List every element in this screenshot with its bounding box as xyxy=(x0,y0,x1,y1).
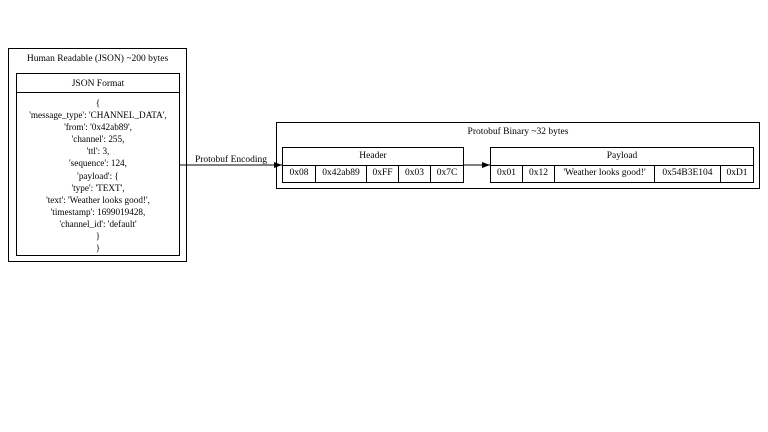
json-line: 'channel': 255, xyxy=(71,134,125,145)
json-line: } xyxy=(95,243,101,254)
payload-table: Payload 0x01 0x12 'Weather looks good!' … xyxy=(490,147,754,183)
json-format-body: { 'message_type': 'CHANNEL_DATA', 'from'… xyxy=(16,92,180,256)
header-cell: 0x03 xyxy=(399,165,431,182)
header-cell: 0xFF xyxy=(367,165,399,182)
header-table-title: Header xyxy=(283,148,463,166)
json-line: 'text': 'Weather looks good!', xyxy=(46,194,150,205)
json-line: 'payload': { xyxy=(77,170,119,181)
protobuf-cluster xyxy=(276,122,760,189)
json-line: 'type': 'TEXT', xyxy=(71,182,125,193)
json-line: 'ttl': 3, xyxy=(86,146,110,157)
payload-table-title: Payload xyxy=(491,148,753,166)
payload-cell: 0x12 xyxy=(523,165,555,182)
payload-cell: 0x54B3E104 xyxy=(655,165,721,182)
json-line: 'channel_id': 'default' xyxy=(59,218,137,229)
payload-cell: 'Weather looks good!' xyxy=(555,165,655,182)
payload-cell: 0xD1 xyxy=(726,168,748,178)
json-cluster-title: Human Readable (JSON) ~200 bytes xyxy=(26,54,169,64)
json-line: } xyxy=(95,231,101,242)
header-table: Header 0x08 0x42ab89 0xFF 0x03 0x7C xyxy=(282,147,464,183)
json-format-label: JSON Format xyxy=(71,79,125,89)
json-line: 'from': '0x42ab89', xyxy=(64,122,132,133)
header-cell: 0x42ab89 xyxy=(316,165,367,182)
json-lines: { 'message_type': 'CHANNEL_DATA', 'from'… xyxy=(17,97,179,254)
json-line: 'message_type': 'CHANNEL_DATA', xyxy=(29,110,167,121)
json-line: { xyxy=(95,98,101,108)
json-line: 'timestamp': 1699019428, xyxy=(50,206,146,217)
protobuf-cluster-title: Protobuf Binary ~32 bytes xyxy=(467,127,569,137)
header-cell: 0x08 xyxy=(283,165,316,182)
edge-label: Protobuf Encoding xyxy=(195,154,267,165)
header-cell: 0x7C xyxy=(436,168,458,178)
payload-cell: 0x01 xyxy=(491,165,523,182)
json-line: 'sequence': 124, xyxy=(69,158,127,169)
